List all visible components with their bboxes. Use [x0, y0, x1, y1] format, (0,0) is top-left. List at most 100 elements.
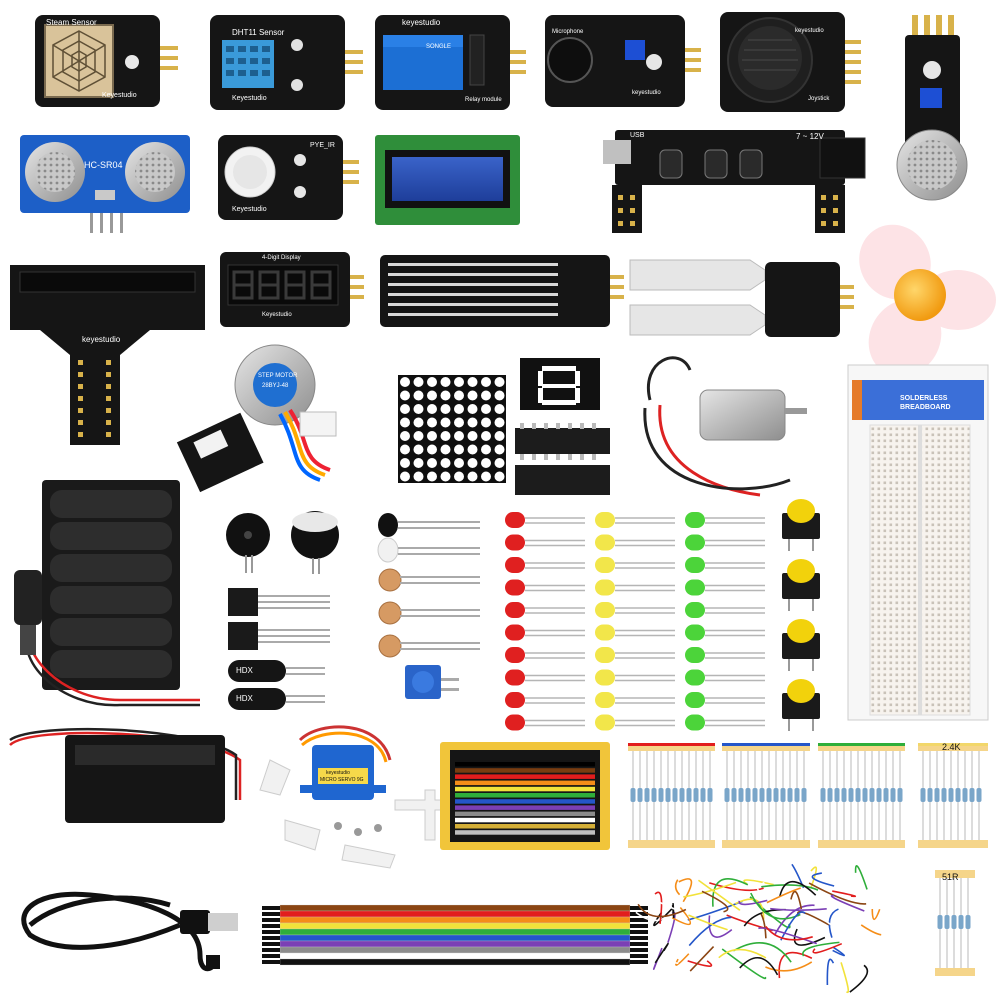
resistor-body — [801, 788, 807, 802]
jumper-wire — [832, 946, 846, 957]
jumper-wire — [756, 881, 767, 895]
color-code-row — [455, 762, 595, 767]
resistor-body — [773, 788, 779, 802]
jumper-wire — [687, 960, 713, 968]
resistor-tape — [818, 840, 905, 848]
color-code-row — [455, 817, 595, 823]
led — [685, 534, 705, 551]
led — [685, 512, 705, 528]
jumper-wire — [774, 904, 815, 935]
color-code-row — [455, 774, 595, 779]
resistor-body — [876, 788, 882, 802]
power-usb-label: USB — [630, 132, 645, 139]
ribbon-wire — [279, 910, 631, 918]
matrix-dot — [467, 444, 478, 455]
microphone-label: Microphone — [552, 29, 584, 35]
matrix-dot — [440, 417, 451, 428]
dht11-sensor-module — [210, 15, 363, 110]
matrix-dot — [400, 390, 410, 401]
matrix-dot — [400, 471, 410, 482]
ribbon-wire — [279, 928, 631, 936]
resistor-body — [731, 788, 737, 802]
jumper-wire — [697, 879, 741, 911]
led — [595, 669, 615, 686]
relay-songle-label: SONGLE — [426, 44, 452, 50]
ribbon-connector — [262, 960, 280, 964]
matrix-dot — [427, 417, 437, 428]
matrix-dot — [400, 444, 410, 455]
stepper-label: STEP MOTOR — [258, 373, 298, 379]
matrix-dot — [427, 390, 437, 401]
color-code-row — [455, 768, 595, 773]
jumper-wire — [811, 872, 835, 887]
ribbon-connector — [262, 918, 280, 922]
matrix-dot — [494, 404, 505, 414]
led — [505, 512, 525, 528]
matrix-dot — [440, 377, 451, 387]
ribbon-connector — [630, 918, 648, 922]
breadboard-title: SOLDERLESS BREADBOARD — [900, 395, 951, 411]
dot-matrix-display — [398, 375, 506, 483]
matrix-dot — [494, 444, 505, 455]
resistor-body — [644, 788, 650, 802]
led — [685, 692, 705, 708]
resistor-body — [672, 788, 678, 802]
resistor-body — [951, 915, 957, 929]
matrix-dot — [454, 431, 464, 441]
color-code-row — [455, 830, 595, 835]
resistor-body — [820, 788, 826, 802]
pir-label: PYE_IR — [310, 142, 335, 149]
relay-module — [375, 15, 526, 110]
pir-brand-label: Keyestudio — [232, 206, 267, 213]
resistor-body — [976, 788, 982, 802]
led — [685, 714, 705, 731]
button-pin — [812, 719, 814, 731]
led — [595, 602, 615, 618]
tilt-text-2: HDX — [236, 694, 253, 703]
matrix-dot — [427, 431, 437, 441]
ribbon-wire — [279, 922, 631, 930]
matrix-dot — [413, 404, 424, 414]
jumper-wire — [778, 880, 817, 898]
led — [685, 647, 705, 663]
pir-motion-sensor — [218, 135, 359, 220]
ic-chips — [515, 423, 610, 495]
matrix-dot — [413, 390, 424, 401]
red-leds — [505, 512, 585, 731]
ribbon-connector — [630, 936, 648, 940]
matrix-dot — [440, 471, 451, 482]
matrix-dot — [467, 458, 478, 468]
matrix-dot — [494, 458, 505, 468]
jumper-wire — [688, 914, 728, 931]
button-pin — [812, 539, 814, 551]
matrix-dot — [413, 431, 424, 441]
resistor-body — [841, 788, 847, 802]
ribbon-wire — [279, 916, 631, 924]
solderless-breadboard — [847, 364, 989, 721]
resistor-body — [920, 788, 926, 802]
matrix-dot — [454, 444, 464, 455]
resistor-body — [827, 788, 833, 802]
ribbon-connector — [262, 912, 280, 916]
matrix-dot — [440, 458, 451, 468]
matrix-dot — [481, 377, 491, 387]
led — [595, 714, 615, 731]
jumper-wire — [826, 958, 835, 986]
resistor-body — [934, 788, 940, 802]
resistor-tag-24k: 2.4K — [942, 742, 961, 752]
jumper-wire — [810, 866, 818, 888]
resistor-body — [651, 788, 657, 802]
button-pin — [812, 659, 814, 671]
jumper-wire — [678, 878, 693, 903]
ribbon-connector — [262, 906, 280, 910]
resistor-body — [855, 788, 861, 802]
ribbon-connector — [630, 948, 648, 952]
jumper-wire — [765, 961, 813, 972]
led — [595, 512, 615, 528]
resistor-body — [679, 788, 685, 802]
resistor-body — [738, 788, 744, 802]
jumper-wire — [652, 947, 663, 970]
matrix-dot — [467, 417, 478, 428]
jumper-wire — [683, 881, 737, 898]
matrix-dot — [467, 377, 478, 387]
